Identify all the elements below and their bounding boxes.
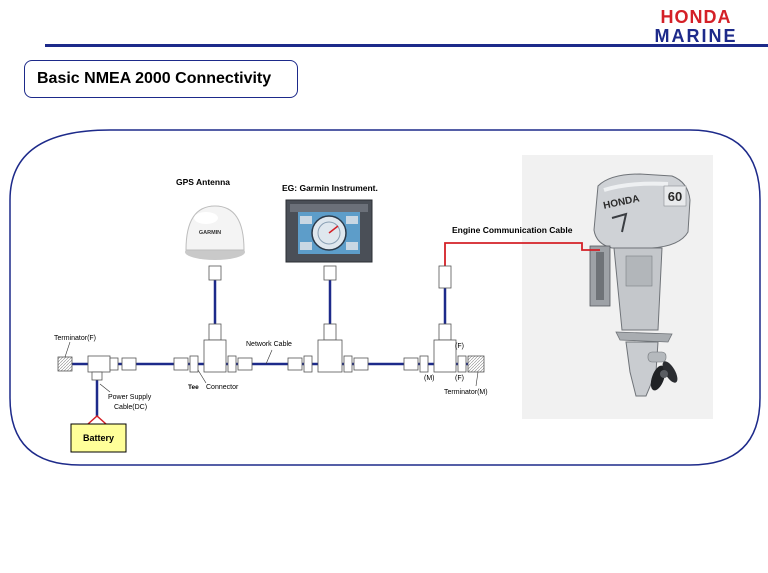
logo-honda-text: HONDA [661, 7, 732, 27]
power-supply-label-line2: Cable(DC) [114, 404, 147, 411]
garmin-instrument-label: EG: Garmin Instrument. [282, 183, 378, 193]
power-supply-label-line1: Power Supply [108, 394, 152, 401]
antenna-brand-text: GARMIN [199, 230, 221, 236]
engine-drop-connector [438, 265, 452, 289]
diagram-frame [9, 129, 761, 466]
honda-marine-logo: HONDA MARINE [655, 7, 738, 46]
terminator-m-leader [475, 371, 479, 387]
engine-communication-cable [444, 242, 600, 266]
garmin-instrument-image [285, 199, 373, 263]
battery-label: Battery [83, 433, 114, 443]
power-tee [87, 355, 137, 381]
battery-box [70, 423, 127, 453]
female-bottom-label: (F) [455, 375, 464, 382]
power-supply-leader [99, 383, 111, 393]
female-top-label: (F) [455, 343, 464, 350]
terminator-f [57, 356, 73, 372]
gps-antenna-image: GARMIN [185, 205, 245, 260]
male-label: (M) [424, 375, 435, 382]
gps-tee [173, 339, 253, 373]
terminator-m [467, 355, 485, 373]
engine-cable-label: Engine Communication Cable [452, 225, 573, 235]
network-cable-leader [265, 349, 273, 365]
network-cable-label: Network Cable [246, 341, 292, 348]
gps-antenna-label: GPS Antenna [176, 177, 230, 187]
gps-drop-connector [208, 265, 222, 281]
tee-label: Tee [188, 384, 199, 391]
terminator-m-label: Terminator(M) [444, 389, 488, 396]
battery-leads [87, 414, 107, 425]
terminator-f-label: Terminator(F) [54, 335, 96, 342]
instrument-drop-connector [323, 265, 337, 281]
slide-title: Basic NMEA 2000 Connectivity [24, 60, 298, 98]
logo-marine-text: MARINE [655, 26, 738, 46]
engine-tee [403, 339, 467, 373]
connector-leader [197, 369, 207, 384]
instrument-tee [287, 339, 369, 373]
header-rule [45, 44, 768, 47]
outboard-engine-image: 60 HONDA [589, 173, 691, 397]
terminator-f-leader [64, 341, 71, 358]
connector-label: Connector [206, 384, 239, 391]
engine-model-text: 60 [668, 189, 682, 204]
